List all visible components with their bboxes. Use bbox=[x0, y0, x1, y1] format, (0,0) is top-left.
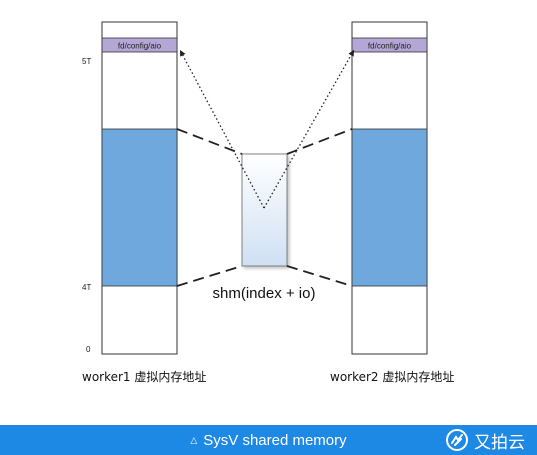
shm-label: shm(index + io) bbox=[213, 285, 316, 302]
left-bottom-mapping-line bbox=[176, 265, 243, 287]
brand-name: 又拍云 bbox=[474, 432, 525, 453]
tick-5t: 5T bbox=[82, 57, 91, 66]
brand-logo: 又拍云 bbox=[446, 428, 525, 453]
triangle-icon: △ bbox=[190, 434, 198, 445]
right-bottom-mapping-line bbox=[286, 265, 353, 287]
shm-segment-box bbox=[241, 153, 288, 267]
worker2-region-label: fd/config/aio bbox=[368, 42, 412, 51]
left-top-mapping-line bbox=[176, 128, 243, 155]
worker2-memory-block: fd/config/aio bbox=[351, 21, 428, 355]
tick-4t: 4T bbox=[82, 283, 91, 292]
pointer-arrows bbox=[179, 49, 355, 209]
tick-0: 0 bbox=[86, 345, 91, 354]
worker1-memory-block: fd/config/aio bbox=[101, 21, 178, 355]
worker1-region-label: fd/config/aio bbox=[118, 42, 162, 51]
worker2-caption: worker2 虚拟内存地址 bbox=[330, 370, 454, 384]
right-top-mapping-line bbox=[286, 128, 353, 155]
pointer-to-worker1-arrow bbox=[179, 49, 265, 209]
upyun-logo-icon bbox=[446, 429, 468, 451]
footer-caption-text: SysV shared memory bbox=[203, 431, 347, 449]
shared-memory-diagram: fd/config/aio 5T 4T 0 fd/config/aio shm(… bbox=[82, 21, 454, 384]
footer-bar: △ SysV shared memory 又拍云 bbox=[0, 425, 537, 455]
mapping-lines bbox=[176, 128, 353, 287]
worker2-region-bar bbox=[351, 37, 428, 53]
worker1-region-bar bbox=[101, 37, 178, 53]
worker1-shm-mapping bbox=[101, 128, 178, 287]
worker1-caption: worker1 虚拟内存地址 bbox=[82, 370, 206, 384]
footer-caption: △ SysV shared memory bbox=[190, 432, 346, 449]
worker2-shm-mapping bbox=[351, 128, 428, 287]
